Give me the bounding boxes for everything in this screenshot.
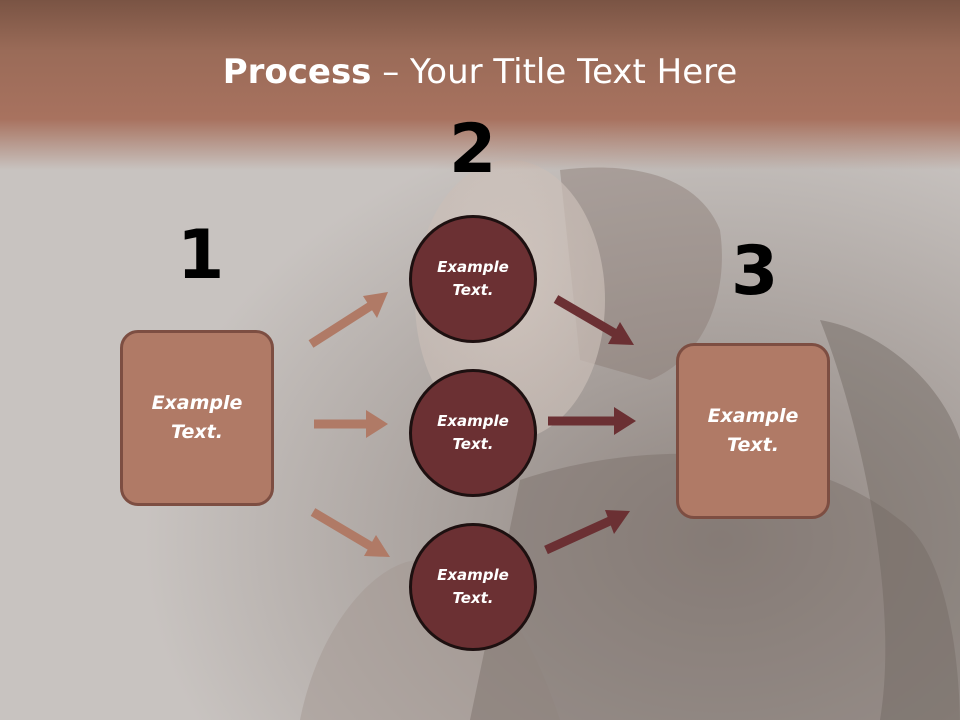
- circle-middle-label: Example Text.: [437, 412, 509, 453]
- circle-bottom-label: Example Text.: [437, 566, 509, 607]
- arrow-top-to-right: [553, 295, 634, 345]
- process-circle-middle: Example Text.: [409, 369, 537, 497]
- arrow-left-to-bottom: [310, 508, 390, 557]
- arrow-bottom-to-right: [544, 510, 630, 555]
- right-process-box: Example Text.: [676, 343, 830, 519]
- circle-top-label: Example Text.: [437, 258, 509, 299]
- step-number-2: 2: [449, 110, 497, 189]
- slide-title: Process – Your Title Text Here: [0, 52, 960, 92]
- step-number-1: 1: [177, 216, 225, 295]
- title-bold: Process: [222, 52, 372, 92]
- title-rest: – Your Title Text Here: [371, 52, 738, 92]
- arrow-left-to-middle: [314, 410, 388, 438]
- right-box-label: Example Text.: [707, 405, 799, 456]
- header-band: [0, 0, 960, 170]
- left-box-label: Example Text.: [151, 392, 243, 443]
- arrow-left-to-top: [308, 292, 388, 348]
- process-circle-top: Example Text.: [409, 215, 537, 343]
- arrow-middle-to-right: [548, 407, 636, 435]
- process-circle-bottom: Example Text.: [409, 523, 537, 651]
- left-process-box: Example Text.: [120, 330, 274, 506]
- step-number-3: 3: [731, 232, 779, 311]
